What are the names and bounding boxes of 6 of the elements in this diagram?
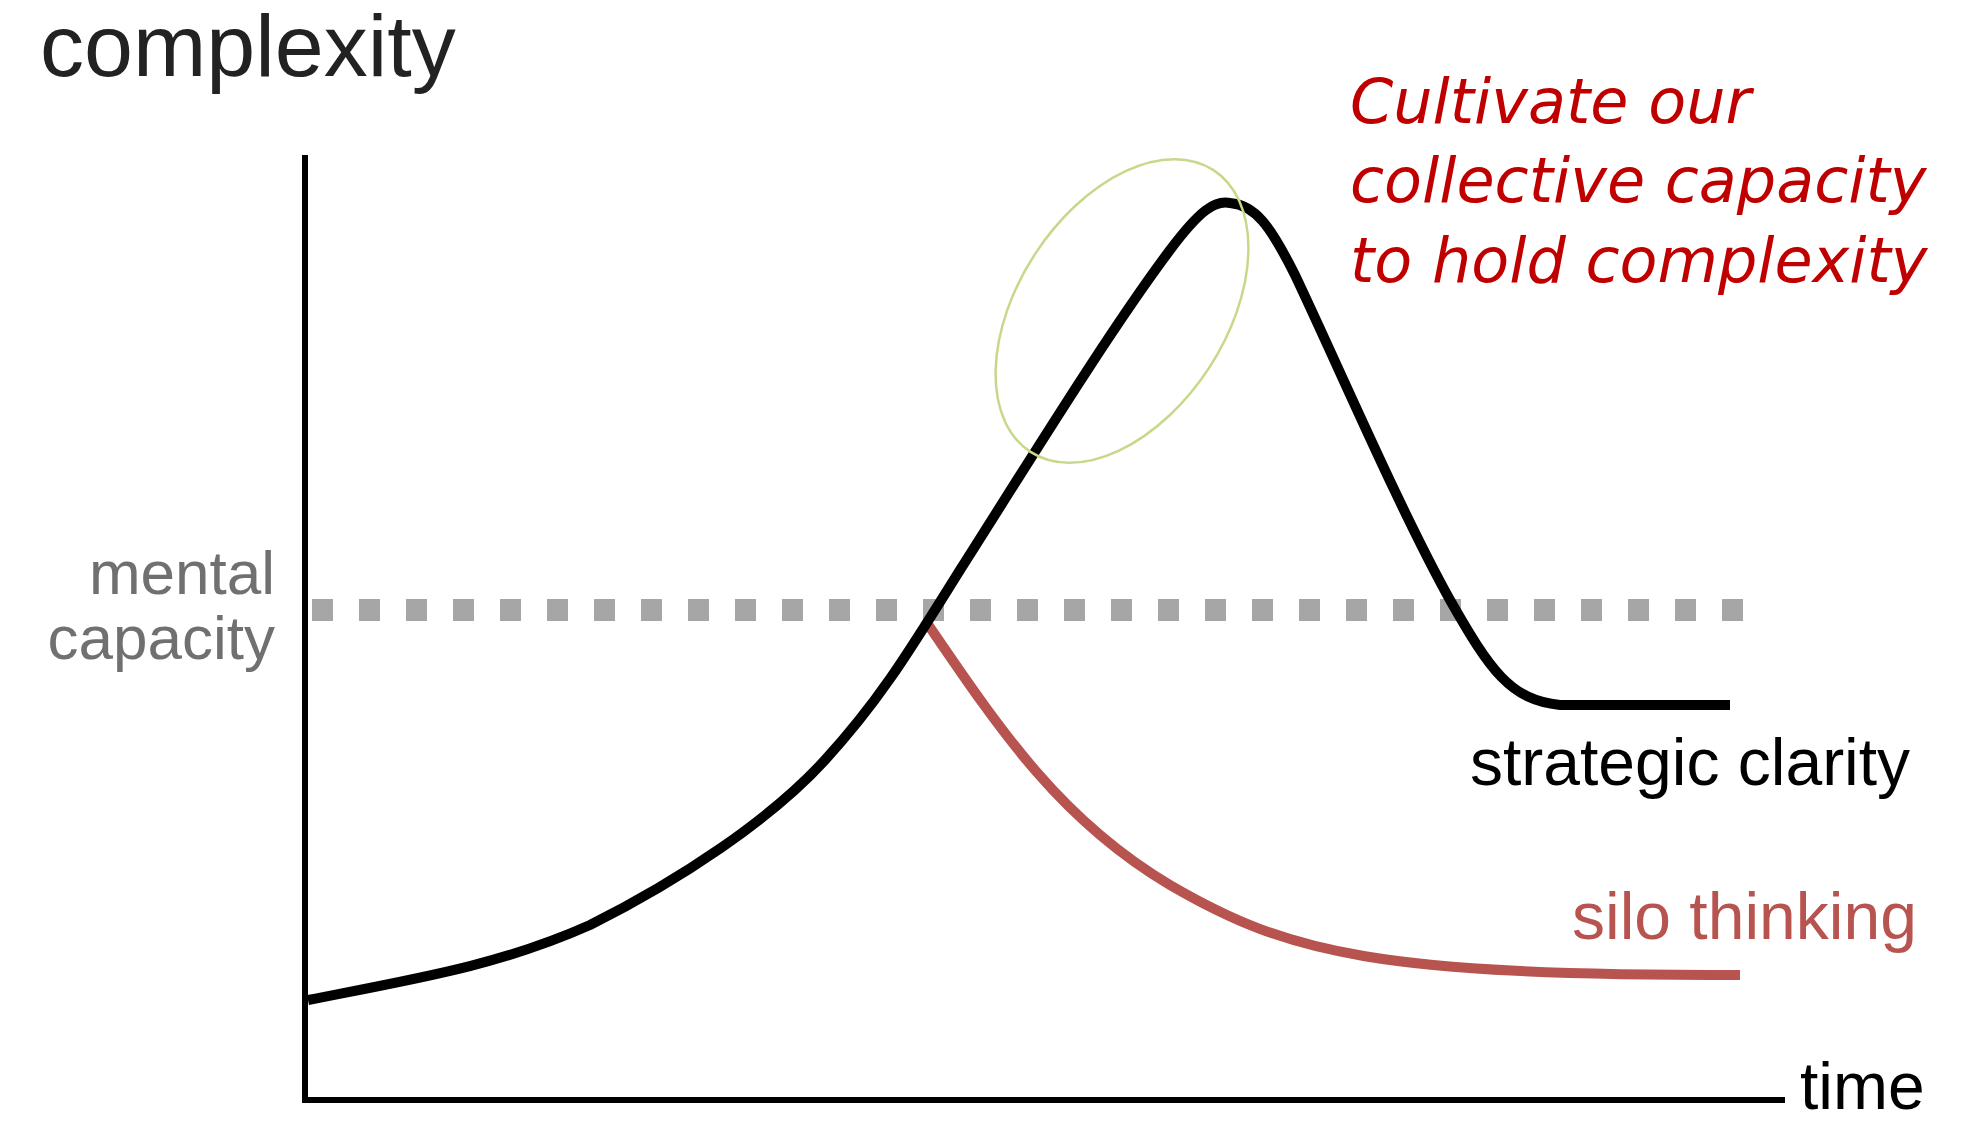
series-label: silo thinking	[1572, 882, 1917, 952]
series-label: strategic clarity	[1470, 728, 1911, 798]
annotation-text: Cultivate our collective capacity to hold complexity	[1350, 64, 1929, 299]
axis-label: time	[1800, 1052, 1925, 1122]
axis-label: mental capacity	[46, 540, 275, 671]
axis-title: complexity	[40, 0, 456, 93]
